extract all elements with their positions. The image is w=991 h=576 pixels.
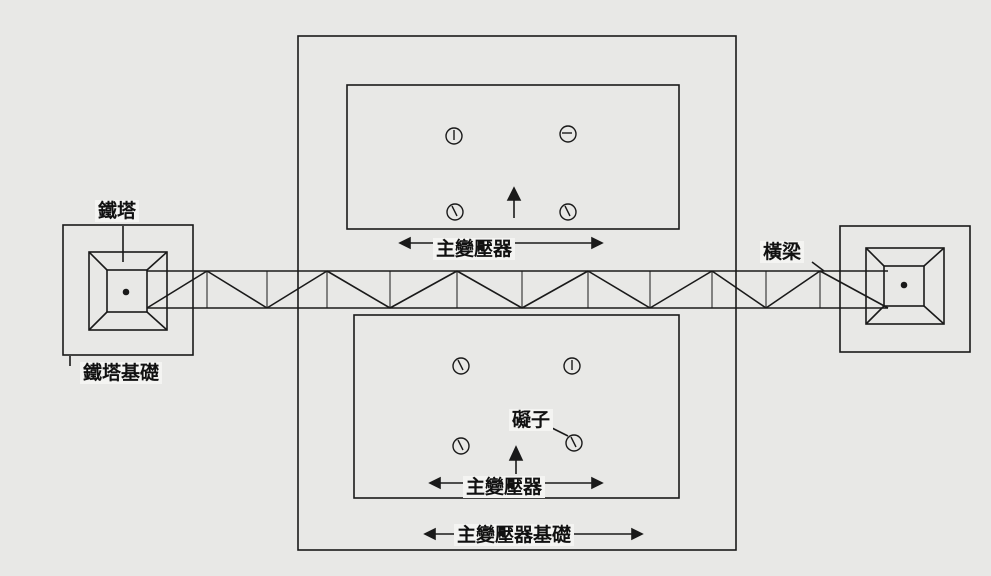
right-tower: [839, 225, 971, 353]
lower-transformer-width-arrow: [428, 476, 604, 490]
truss-diagonal: [649, 270, 713, 309]
truss-diagonal: [326, 270, 391, 309]
truss-diagonal: [456, 270, 523, 309]
tower-label: 鐵塔: [95, 200, 140, 222]
truss-diagonal: [587, 270, 651, 309]
lower-transformer-body: [353, 314, 680, 499]
upper-transformer-label: 主變壓器: [433, 238, 516, 260]
truss-diagonal: [711, 270, 767, 309]
truss-diagonal: [266, 270, 328, 309]
truss-diagonal: [389, 270, 458, 309]
tower-foundation-label: 鐵塔基礎: [80, 362, 163, 384]
beam-truss: [146, 270, 889, 309]
truss-diagonal: [819, 270, 889, 309]
truss-diagonal: [765, 270, 821, 309]
insulator-label: 礙子: [509, 409, 554, 431]
truss-diagonal: [146, 270, 208, 309]
lower-insulators: [452, 357, 583, 455]
upper-transformer-body: [346, 84, 680, 230]
up-arrow-lower: [508, 445, 524, 474]
right-tower-foundation: [839, 225, 971, 353]
left-tower: [62, 224, 194, 356]
transformer-foundation-outline: [297, 35, 737, 551]
lower-transformer-label: 主變壓器: [463, 476, 546, 498]
beam-label-leader: [811, 261, 825, 272]
transformer-foundation-label: 主變壓器基礎: [454, 524, 575, 546]
truss-diagonal: [521, 270, 589, 309]
beam-label: 橫梁: [760, 241, 805, 263]
upper-insulators: [445, 125, 577, 221]
left-tower-foundation: [62, 224, 194, 356]
up-arrow-upper: [506, 186, 522, 218]
truss-diagonal: [206, 270, 268, 309]
